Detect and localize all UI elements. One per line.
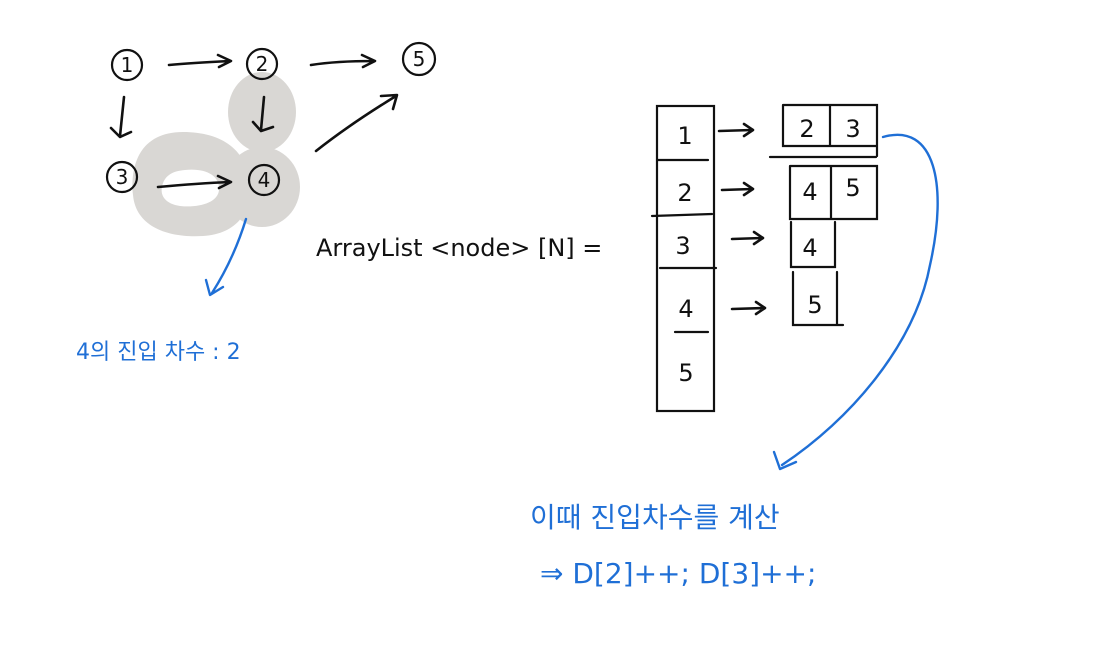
- node-2-label: 2: [256, 52, 269, 76]
- array-column: 1 2 3 4 5: [650, 104, 718, 413]
- node-5-label: 5: [413, 47, 426, 71]
- list-4-item-1: 5: [807, 291, 822, 319]
- adjacency-list-2: 4 5: [788, 164, 879, 221]
- row-arrow-2: [720, 181, 755, 197]
- list-1-item-2: 3: [845, 115, 860, 143]
- indegree-pointer-arrow: [204, 217, 248, 297]
- arraylist-declaration: ArrayList <node> [N] =: [316, 234, 602, 262]
- array-index-3: 3: [675, 232, 690, 260]
- list-3-item-1: 4: [802, 234, 817, 262]
- note-line-1: 이때 진입차수를 계산: [530, 501, 780, 534]
- graph-edges: [109, 53, 399, 190]
- row-arrows: [717, 122, 767, 316]
- edge-1-3: [109, 95, 133, 139]
- edge-4-5: [314, 93, 399, 153]
- adjacency-list-3: 4: [789, 220, 837, 269]
- adjacency-list-1: 2 3: [768, 103, 879, 159]
- array-index-5: 5: [678, 359, 693, 387]
- graph-node-5: 5: [401, 41, 437, 77]
- row-arrow-3: [730, 230, 765, 246]
- graph-node-3: 3: [105, 160, 139, 194]
- node-1-label: 1: [121, 53, 134, 77]
- row-arrow-1: [717, 122, 755, 138]
- edge-2-5: [309, 53, 377, 69]
- node-4-label: 4: [258, 168, 271, 192]
- edge-2-4: [251, 95, 275, 133]
- graph-node-2: 2: [245, 47, 279, 81]
- array-index-4: 4: [678, 295, 693, 323]
- array-index-2: 2: [677, 179, 692, 207]
- node-3-label: 3: [116, 165, 129, 189]
- edge-3-4: [156, 174, 233, 190]
- row-arrow-4: [730, 300, 767, 316]
- highlight-marks: [132, 72, 300, 237]
- graph-node-1: 1: [110, 48, 144, 82]
- list-1-item-1: 2: [799, 115, 814, 143]
- note-line-2: ⇒ D[2]++; D[3]++;: [540, 557, 816, 590]
- list-2-item-1: 4: [802, 178, 817, 206]
- array-index-1: 1: [677, 122, 692, 150]
- graph-node-4: 4: [247, 163, 281, 197]
- indegree-annotation: 4의 진입 차수 : 2: [76, 340, 241, 365]
- edge-1-2: [167, 53, 233, 69]
- adjacency-list-4: 5: [791, 270, 845, 327]
- list-2-item-2: 5: [845, 174, 860, 202]
- note-pointer-arrow: [772, 133, 939, 471]
